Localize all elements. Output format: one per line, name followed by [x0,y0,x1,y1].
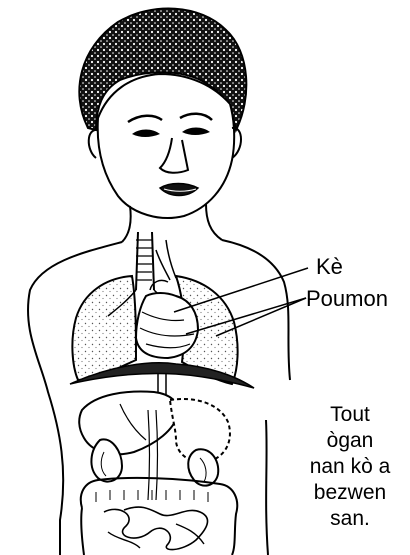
caption-line: ògan [290,428,410,454]
small-intestine [104,507,208,550]
heart-label: Kè [316,254,343,280]
caption: Tout ògan nan kò a bezwen san. [290,402,410,532]
neck [122,206,131,242]
trachea [136,232,154,290]
caption-line: bezwen [290,480,410,506]
face [98,74,234,218]
caption-line: nan kò a [290,454,410,480]
caption-line: san. [290,506,410,532]
lung-left [72,276,136,380]
large-intestine [81,478,237,555]
liver [79,392,178,455]
lungs-label: Poumon [306,286,388,312]
caption-line: Tout [290,402,410,428]
